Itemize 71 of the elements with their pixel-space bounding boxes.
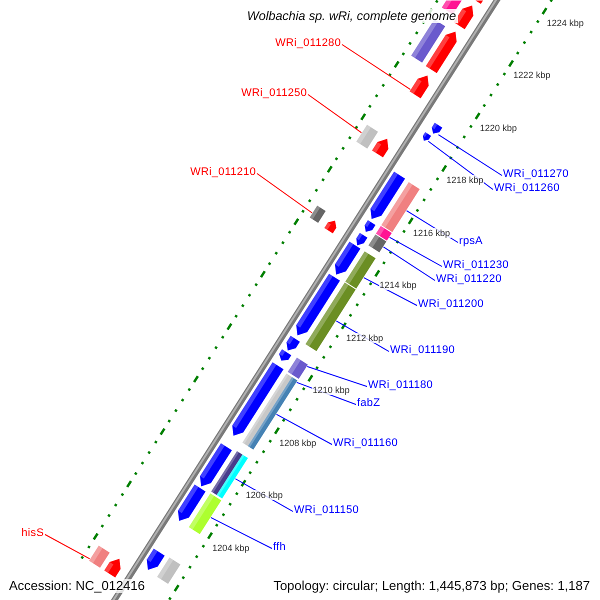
- gene-feature: [432, 122, 442, 134]
- gene-label: WRi_011230: [443, 259, 509, 272]
- scale-label: 1224 kbp: [546, 18, 585, 28]
- gene-label: WRi_011200: [418, 298, 484, 311]
- gene-feature: [410, 76, 429, 98]
- leader-line: [256, 173, 313, 214]
- leader-line: [363, 277, 418, 306]
- genome-summary-text: Topology: circular; Length: 1,445,873 bp; Genes: 1,187: [271, 579, 592, 593]
- gene-label: WRi_011280: [275, 37, 341, 50]
- gene-feature: [372, 138, 388, 158]
- gene-feature: [211, 451, 242, 496]
- gene-label: WRi_011210: [190, 166, 256, 179]
- gene-feature: [286, 336, 300, 351]
- gene-feature: [356, 124, 378, 149]
- gene-feature: [157, 557, 180, 584]
- gene-feature: [368, 234, 386, 252]
- gene-label: rpsA: [459, 235, 483, 248]
- leader-line: [308, 94, 362, 134]
- gene-feature: [104, 558, 121, 578]
- gene-feature: [364, 220, 376, 232]
- gene-feature: [288, 358, 308, 379]
- scale-label: 1206 kbp: [244, 490, 284, 500]
- leader-line: [342, 44, 411, 90]
- leader-line: [44, 534, 90, 560]
- gene-feature: [426, 32, 457, 74]
- leader-line: [276, 414, 332, 445]
- leader-line: [382, 246, 436, 281]
- gene-label: WRi_011180: [368, 379, 433, 392]
- gene-feature: [248, 376, 298, 450]
- scale-label: 1208 kbp: [278, 438, 318, 448]
- gene-label: WRi_011270: [503, 168, 569, 181]
- gene-feature: [310, 206, 326, 223]
- gene-label: hisS: [21, 527, 44, 540]
- gene-label: WRi_011150: [294, 504, 359, 517]
- scale-label: 1212 kbp: [345, 332, 384, 343]
- gene-feature: [334, 242, 360, 275]
- gene-feature: [422, 132, 432, 141]
- scale-label: 1214 kbp: [378, 280, 418, 290]
- scale-label: 1216 kbp: [412, 228, 452, 238]
- gene-feature: [232, 362, 284, 436]
- gene-feature: [89, 546, 110, 568]
- gene-feature: [324, 220, 336, 234]
- gene-feature: [178, 484, 206, 521]
- gene-feature: [376, 226, 392, 241]
- gene-label: WRi_011190: [390, 344, 455, 357]
- accession-text: Accession: NC_012416: [7, 579, 147, 593]
- gene-feature: [146, 548, 165, 570]
- gene-label: fabZ: [357, 397, 380, 410]
- gene-feature: [216, 454, 248, 499]
- gene-feature: [356, 232, 368, 246]
- gene-feature: [370, 172, 406, 219]
- scale-label: 1218 kbp: [445, 175, 484, 186]
- leader-line: [438, 134, 502, 176]
- leader-line: [306, 366, 368, 387]
- gene-feature: [188, 493, 222, 534]
- gene-label: ffh: [273, 541, 286, 554]
- scale-label: 1204 kbp: [211, 542, 250, 553]
- gene-feature: [279, 349, 292, 361]
- gene-label: WRi_011220: [436, 273, 502, 286]
- leader-line: [210, 517, 272, 549]
- scale-label: 1210 kbp: [312, 385, 351, 396]
- gene-label: WRi_011260: [494, 182, 560, 195]
- scale-label: 1222 kbp: [512, 70, 552, 80]
- gene-label: WRi_011250: [241, 87, 307, 100]
- scale-label: 1220 kbp: [478, 122, 518, 133]
- leader-line: [389, 236, 442, 267]
- gene-feature: [345, 251, 376, 289]
- gene-feature: [296, 274, 340, 336]
- gene-label: WRi_011160: [333, 437, 398, 450]
- gene-feature: [200, 443, 232, 486]
- gene-feature: [475, 0, 484, 4]
